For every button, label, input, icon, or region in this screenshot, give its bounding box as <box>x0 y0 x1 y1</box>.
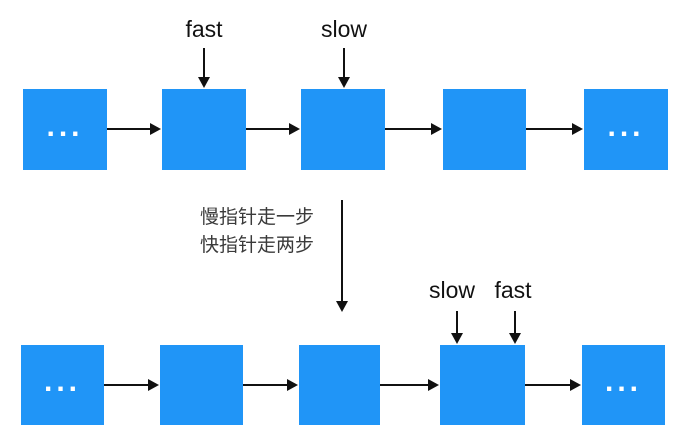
arrow-right-icon <box>380 379 439 391</box>
arrow-right-icon <box>104 379 159 391</box>
arrow-right-icon <box>107 123 161 135</box>
list-node: ... <box>584 89 668 170</box>
fast-pointer-label-bottom: fast <box>494 277 532 303</box>
step-caption: 慢指针走一步 快指针走两步 <box>200 204 314 260</box>
arrow-down-icon <box>336 200 348 312</box>
node-ellipsis-label: ... <box>46 109 84 143</box>
arrow-right-icon <box>385 123 442 135</box>
list-node <box>160 345 243 425</box>
list-node <box>301 89 385 170</box>
node-ellipsis-label: ... <box>607 109 645 143</box>
step-caption-line1: 慢指针走一步 <box>200 207 315 228</box>
arrow-down-icon <box>451 311 463 344</box>
arrow-down-icon <box>509 311 521 344</box>
node-ellipsis-label: ... <box>43 365 81 398</box>
arrow-down-icon <box>338 48 350 88</box>
arrow-right-icon <box>246 123 300 135</box>
list-node <box>162 89 246 170</box>
node-ellipsis-label: ... <box>604 365 642 398</box>
arrow-down-icon <box>198 48 210 88</box>
list-node <box>443 89 526 170</box>
list-node: ... <box>23 89 107 170</box>
step-caption-line2: 快指针走两步 <box>200 235 315 256</box>
list-node: ... <box>582 345 665 425</box>
arrow-right-icon <box>243 379 298 391</box>
arrow-right-icon <box>525 379 581 391</box>
list-node <box>440 345 525 425</box>
slow-pointer-label-top: slow <box>320 16 368 42</box>
list-node <box>299 345 380 425</box>
fast-pointer-label-top: fast <box>185 16 223 42</box>
list-node: ... <box>21 345 104 425</box>
arrow-right-icon <box>526 123 583 135</box>
slow-pointer-label-bottom: slow <box>428 277 476 303</box>
